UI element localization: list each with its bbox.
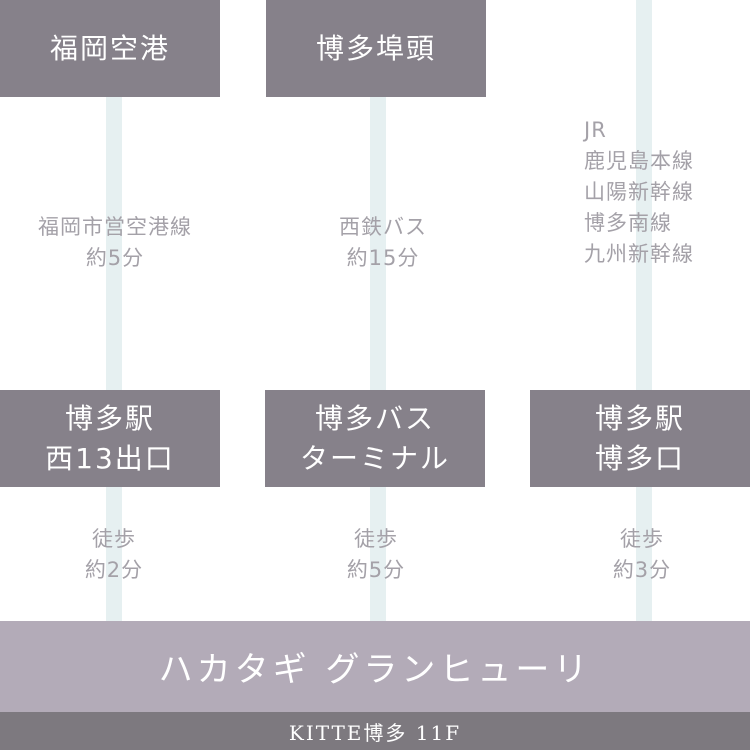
route-jr-lines: JR 鹿児島本線 山陽新幹線 博多南線 九州新幹線 (584, 115, 750, 270)
station-hakata-exit-name: 博多駅 (594, 401, 685, 435)
walk-west13-time: 約2分 (84, 558, 144, 582)
origin-hakata-pier-label: 博多埠頭 (315, 31, 436, 65)
route-airport-subway-time: 約5分 (85, 246, 145, 270)
route-jr-name: JR (584, 118, 607, 142)
origin-fukuoka-airport: 福岡空港 (0, 0, 220, 97)
walk-hakata-exit-mode: 徒歩 (620, 527, 664, 551)
origin-hakata-pier: 博多埠頭 (266, 0, 486, 97)
walk-hakata-exit-time: 約3分 (612, 558, 672, 582)
walk-bus-terminal: 徒歩 約5分 (306, 524, 446, 586)
walk-bus-terminal-time: 約5分 (346, 558, 406, 582)
destination-hotel-name: ハカタギ グランヒューリ (158, 650, 592, 690)
route-airport-subway-line: 福岡市営空港線 (38, 215, 192, 239)
station-hakata-west13-exit-label: 西13出口 (45, 441, 175, 475)
walk-hakata-exit: 徒歩 約3分 (572, 524, 712, 586)
route-nishitetsu-bus: 西鉄バス 約15分 (283, 212, 483, 274)
route-jr-kyushu-shinkansen: 九州新幹線 (584, 242, 694, 266)
walk-west13-mode: 徒歩 (92, 527, 136, 551)
connector-line-center (370, 97, 386, 621)
station-hakata-west13-exit: 博多駅 西13出口 (0, 390, 220, 487)
walk-west13: 徒歩 約2分 (44, 524, 184, 586)
route-nishitetsu-bus-line: 西鉄バス (339, 215, 427, 239)
route-airport-subway: 福岡市営空港線 約5分 (0, 212, 230, 274)
station-bus-terminal-line2: ターミナル (299, 441, 450, 475)
destination-floor-bar: KITTE博多 11F (0, 712, 750, 750)
connector-line-left (106, 97, 122, 621)
route-jr-kagoshima: 鹿児島本線 (584, 149, 694, 173)
station-hakata-west13-name: 博多駅 (64, 401, 155, 435)
route-jr-sanyo-shinkansen: 山陽新幹線 (584, 180, 694, 204)
station-hakata-exit: 博多駅 博多口 (530, 390, 750, 487)
origin-fukuoka-airport-label: 福岡空港 (49, 31, 170, 65)
destination-hotel-banner: ハカタギ グランヒューリ (0, 621, 750, 712)
route-jr-hakata-minami: 博多南線 (584, 211, 672, 235)
station-hakata-bus-terminal: 博多バス ターミナル (265, 390, 485, 487)
destination-floor-label: KITTE博多 11F (288, 720, 462, 745)
walk-bus-terminal-mode: 徒歩 (354, 527, 398, 551)
route-nishitetsu-bus-time: 約15分 (346, 246, 420, 270)
station-bus-terminal-line1: 博多バス (314, 401, 435, 435)
station-hakata-exit-label: 博多口 (594, 441, 685, 475)
